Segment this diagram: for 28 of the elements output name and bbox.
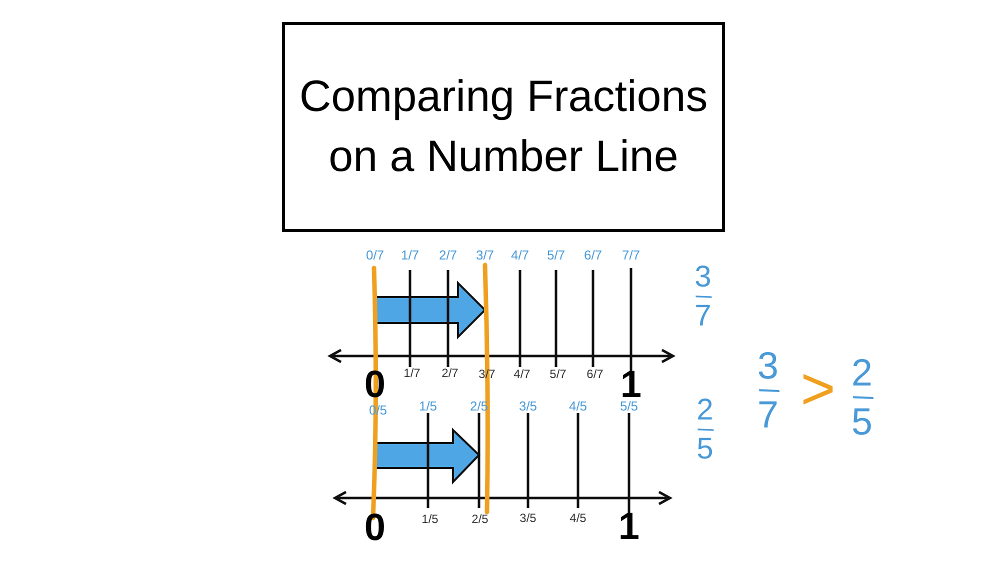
tick-label: 4/5	[568, 400, 588, 412]
tick-label: 1/7	[404, 367, 420, 379]
tick-label: 1/5	[418, 400, 438, 412]
endpoint-label: 0	[364, 509, 386, 547]
fraction-label: 3/7	[757, 347, 779, 435]
tick-label: 1/7	[400, 248, 420, 262]
fraction-label: 2/5	[696, 396, 714, 464]
tick-label: 6/7	[586, 368, 604, 380]
title-text: Comparing Fractions on a Number Line	[298, 71, 709, 183]
comparison-sign: >	[800, 359, 836, 419]
tick-label: 5/7	[546, 248, 566, 262]
tick-label: 5/7	[550, 368, 566, 380]
tick-label: 3/7	[476, 248, 494, 262]
tick-label: 3/5	[518, 400, 538, 412]
tick-label: 1/5	[422, 513, 438, 525]
tick-label: 0/7	[366, 248, 384, 262]
tick-label: 4/7	[510, 248, 530, 262]
fraction-label: 2/5	[851, 354, 873, 442]
tick-label: 3/5	[520, 512, 536, 524]
tick-label: 2/7	[442, 367, 458, 379]
tick-label: 7/7	[622, 248, 640, 262]
endpoint-label: 1	[618, 508, 640, 546]
tick-label: 2/7	[438, 248, 458, 262]
tick-label: 4/7	[514, 368, 530, 380]
tick-label: 2/5	[472, 513, 488, 525]
tick-label: 6/7	[584, 248, 602, 262]
fraction-label: 3/7	[694, 262, 712, 332]
tick-label: 4/5	[570, 512, 586, 524]
